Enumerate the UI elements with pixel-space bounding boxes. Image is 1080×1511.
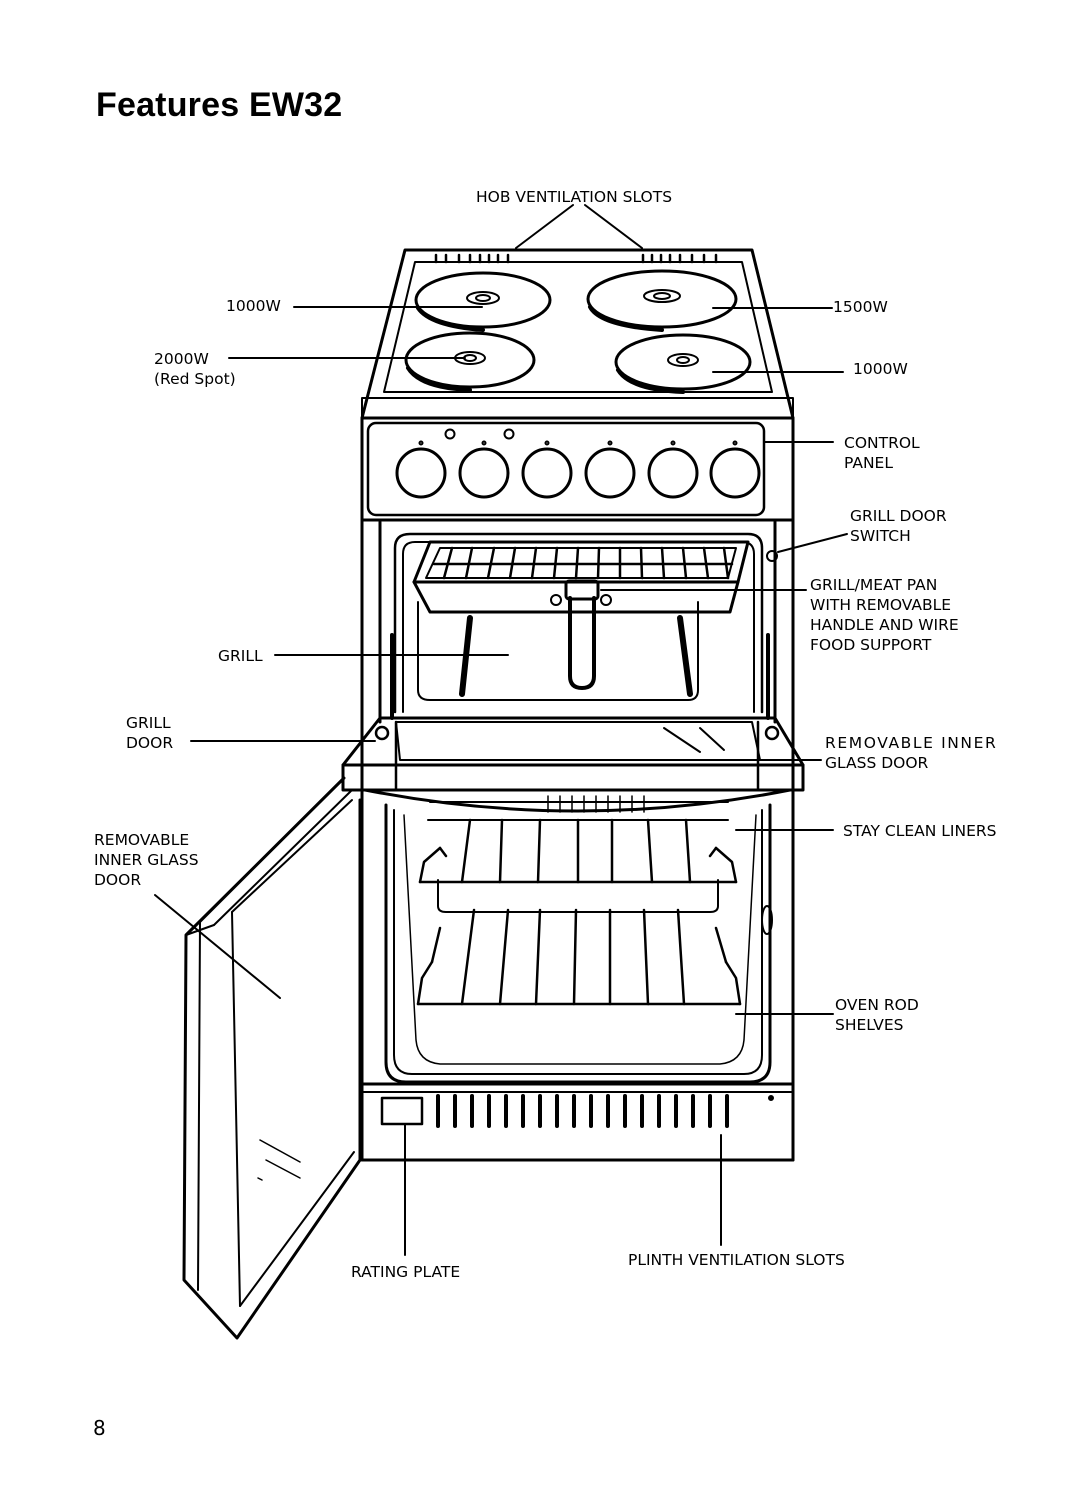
label-grill-meat-pan: GRILL/MEAT PAN WITH REMOVABLE HANDLE AND… <box>810 576 959 654</box>
label-removable-inner-glass-door-right-2: GLASS DOOR <box>825 754 929 772</box>
label-oven-rod-shelves: OVEN ROD SHELVES <box>835 996 919 1034</box>
grill-door <box>341 716 805 813</box>
plinth-ventilation-slots <box>436 1094 729 1128</box>
rating-plate <box>380 1096 424 1126</box>
label-hotplate-rear-left: 1000W <box>226 297 281 315</box>
grill-meat-pan <box>412 540 750 690</box>
label-grill-door: GRILL DOOR <box>126 714 174 752</box>
hotplate-rear-left <box>414 271 552 332</box>
label-hotplate-front-left: 2000W (Red Spot) <box>154 350 236 388</box>
label-plinth-ventilation-slots: PLINTH VENTILATION SLOTS <box>628 1251 845 1269</box>
leader-lines <box>154 204 848 1256</box>
pan-handle <box>550 579 612 690</box>
label-hob-ventilation-slots: HOB VENTILATION SLOTS <box>476 188 673 206</box>
grill-cavity <box>390 532 778 720</box>
control-knobs <box>395 447 761 499</box>
label-rating-plate: RATING PLATE <box>351 1263 461 1281</box>
grill-door-switch <box>766 550 778 562</box>
label-grill: GRILL <box>218 647 263 665</box>
main-oven-door <box>182 776 362 1340</box>
page-title: Features EW32 <box>96 86 343 124</box>
label-hotplate-front-right: 1000W <box>853 360 908 378</box>
oven-rod-shelves <box>416 795 742 1006</box>
hotplate-front-right <box>614 333 752 394</box>
label-removable-inner-glass-door-left: REMOVABLE INNER GLASS DOOR <box>94 831 199 889</box>
label-removable-inner-glass-door-right-1: REMOVABLE INNER <box>825 734 998 752</box>
hotplate-front-left <box>404 331 536 392</box>
page-number: 8 <box>93 1416 106 1440</box>
hotplate-rear-right <box>586 269 738 332</box>
label-control-panel: CONTROL PANEL <box>844 434 920 472</box>
oven-cavity <box>384 803 773 1084</box>
label-hotplate-rear-right: 1500W <box>833 298 888 316</box>
control-panel <box>360 416 795 522</box>
hob-top <box>360 248 795 420</box>
label-grill-door-switch: GRILL DOOR SWITCH <box>850 507 947 545</box>
hob-ventilation-slots <box>434 253 718 264</box>
plinth <box>360 1082 795 1128</box>
label-stay-clean-liners: STAY CLEAN LINERS <box>843 822 997 840</box>
cabinet <box>360 518 795 1162</box>
